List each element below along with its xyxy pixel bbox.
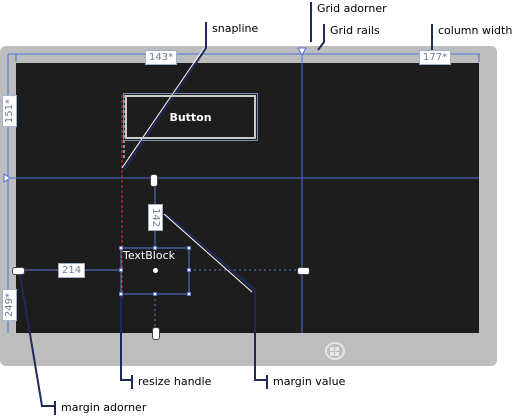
column-width-right-tag[interactable]: 177* xyxy=(419,50,452,65)
row-height-top-tag[interactable]: 151* xyxy=(2,95,17,128)
callout-snapline: snapline xyxy=(205,22,259,36)
margin-adorner-top-icon[interactable] xyxy=(150,174,158,187)
margin-adorner-left-icon[interactable] xyxy=(12,267,25,275)
row-height-bottom-tag[interactable]: 249* xyxy=(2,289,17,322)
callout-margin-value: margin value xyxy=(266,375,346,389)
callout-margin-adorner: margin adorner xyxy=(54,401,147,415)
callout-grid-rails: Grid rails xyxy=(323,24,380,38)
grid-adorner-icon xyxy=(297,47,307,57)
margin-value-top[interactable]: 142 xyxy=(148,204,163,232)
margin-adorner-right-icon[interactable] xyxy=(297,267,310,275)
resize-handle-bottom[interactable] xyxy=(153,292,157,296)
resize-handle-top-left[interactable] xyxy=(119,246,123,250)
resize-handle-left[interactable] xyxy=(119,268,123,272)
column-width-left-tag[interactable]: 143* xyxy=(145,50,178,65)
resize-handle-bottom-right[interactable] xyxy=(187,292,191,296)
resize-handle-top-right[interactable] xyxy=(187,246,191,250)
callout-resize-handle: resize handle xyxy=(131,375,212,389)
callout-grid-adorner: Grid adorner xyxy=(310,2,387,16)
center-point xyxy=(153,268,158,273)
windows-logo-icon xyxy=(325,342,345,360)
margin-adorner-bottom-icon[interactable] xyxy=(152,327,160,340)
resize-handle-top[interactable] xyxy=(153,246,157,250)
row-adorner-icon xyxy=(3,173,11,183)
resize-handle-right[interactable] xyxy=(187,268,191,272)
callout-column-width: column width xyxy=(431,24,513,38)
design-textblock[interactable]: TextBlock xyxy=(123,249,175,262)
resize-handle-bottom-left[interactable] xyxy=(119,292,123,296)
design-button[interactable]: Button xyxy=(123,93,258,141)
windows-flag-glyph xyxy=(330,346,339,356)
margin-value-left[interactable]: 214 xyxy=(58,263,86,278)
